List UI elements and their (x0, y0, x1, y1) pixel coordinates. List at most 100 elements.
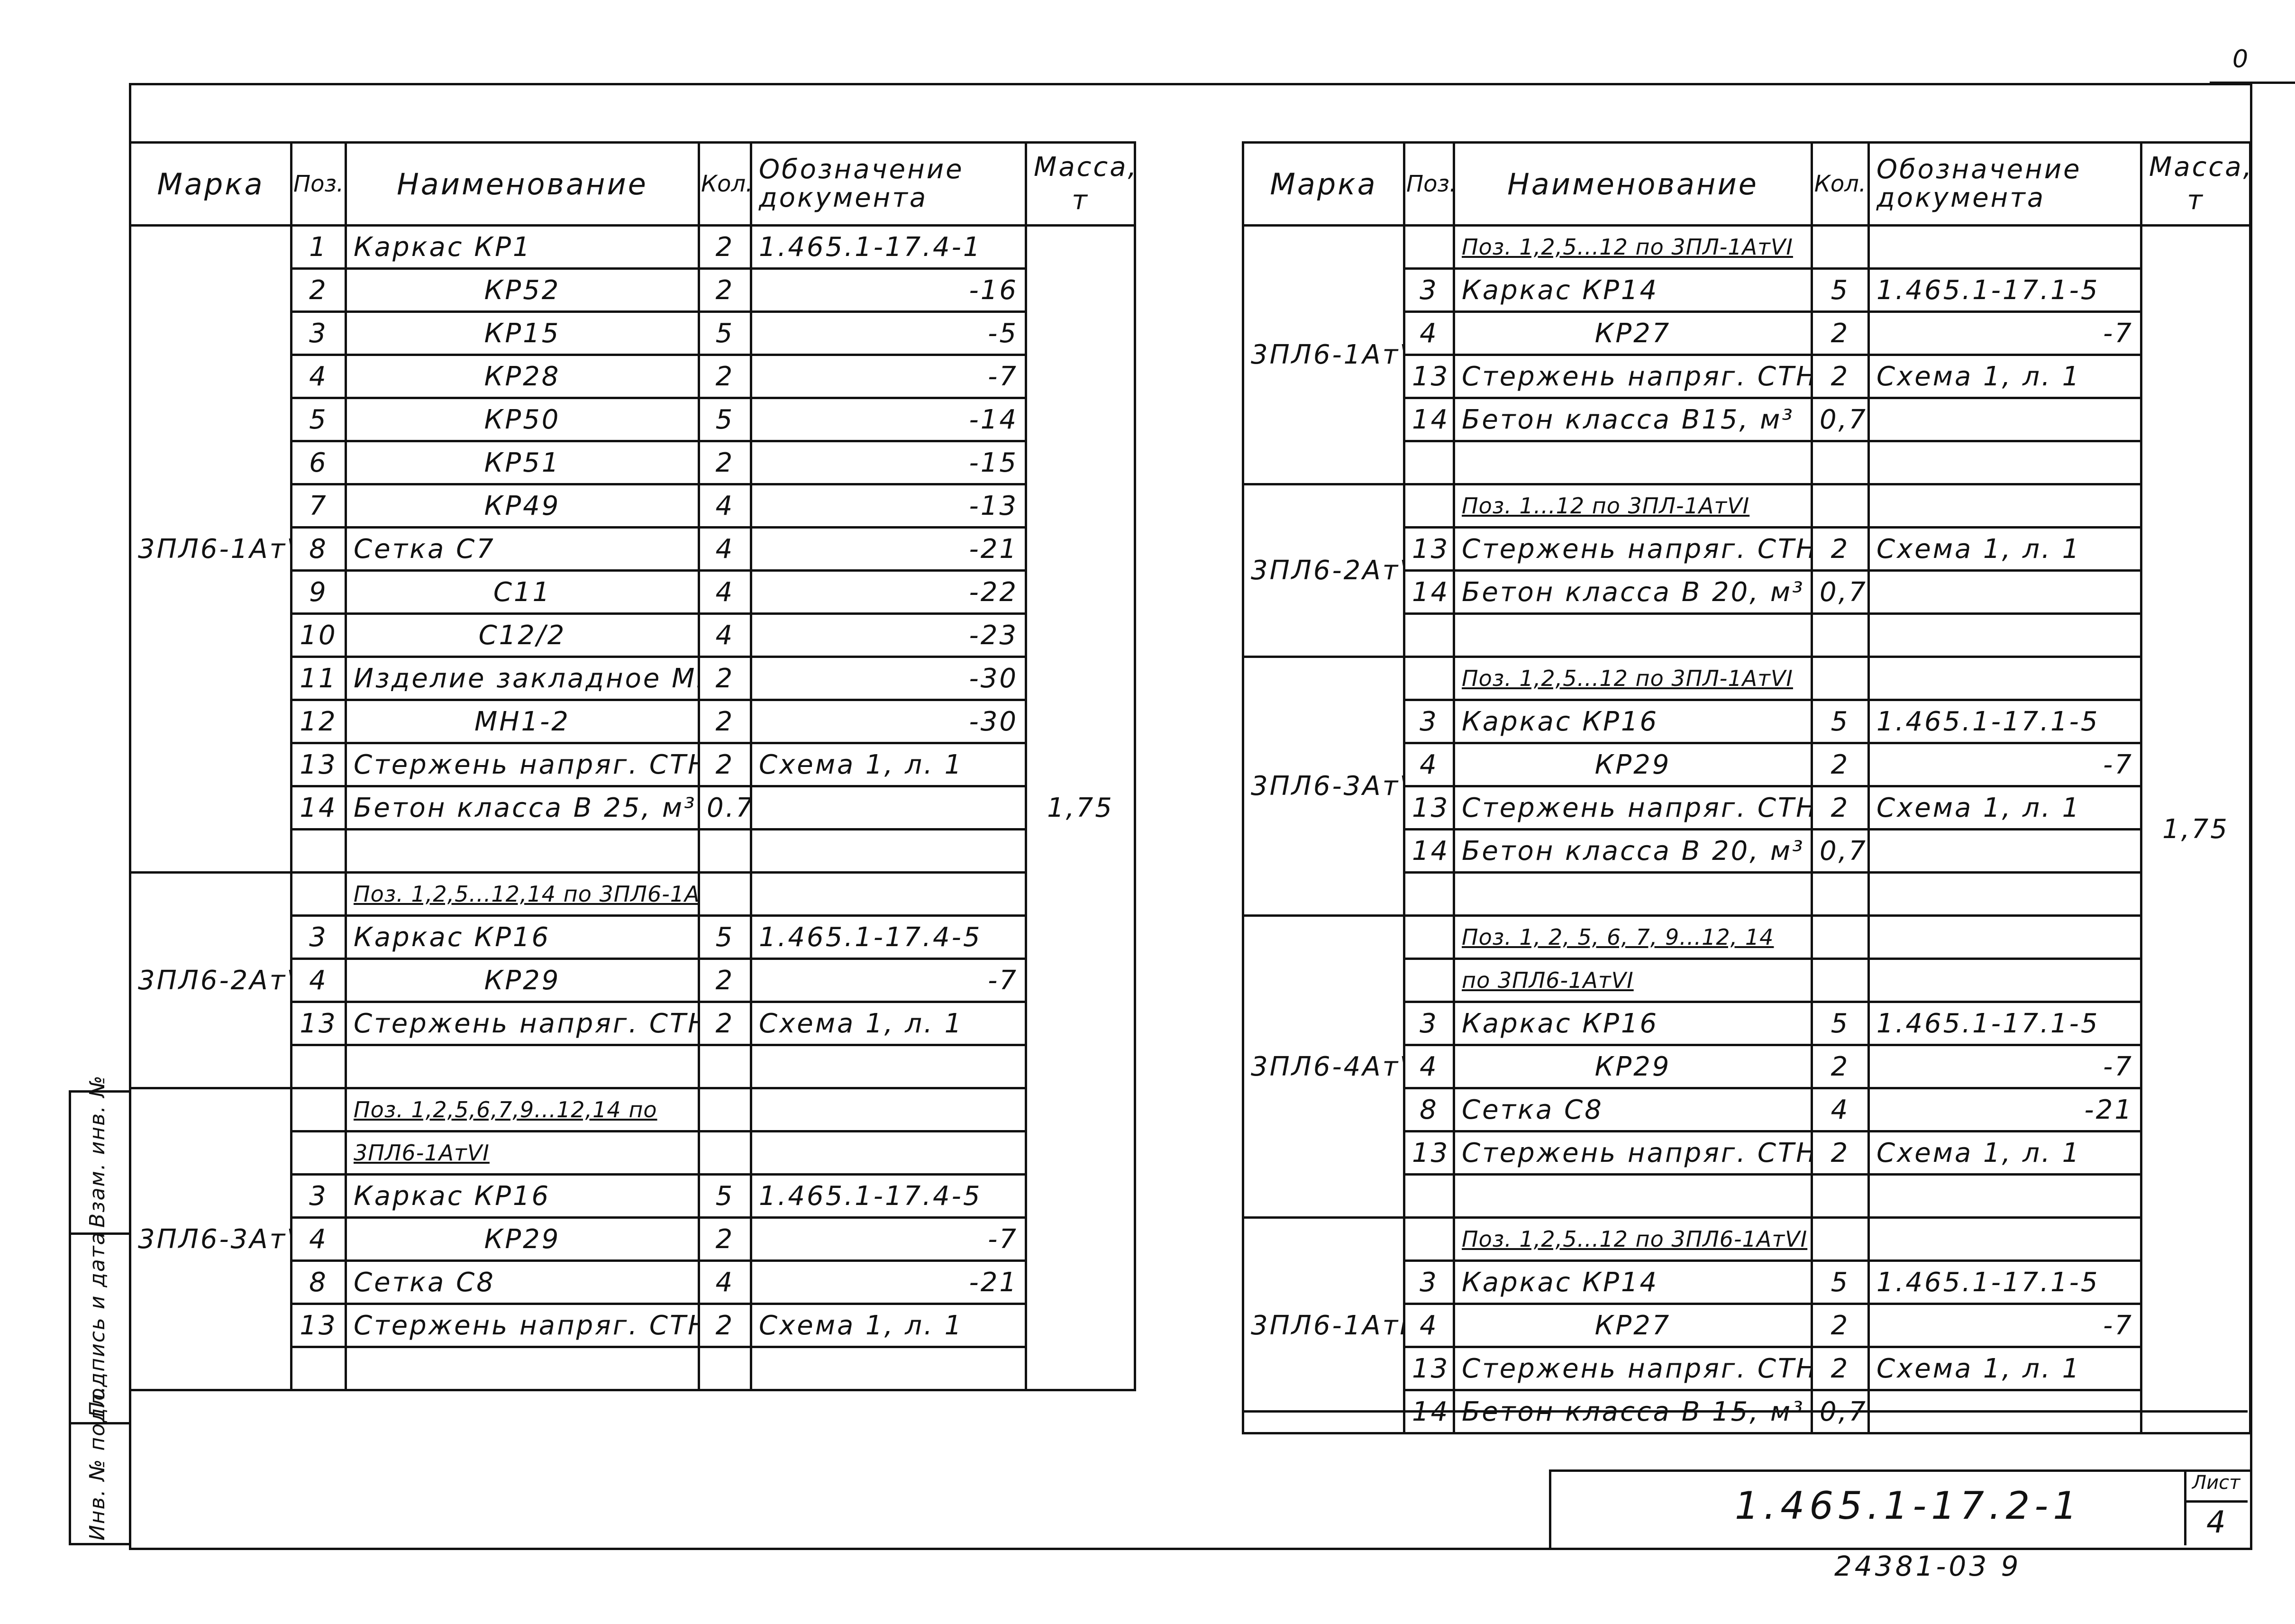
marka-cell: 3ПЛ6-1АтVI (129, 224, 292, 874)
table-row: 3ПЛ6-2АтVIПоз. 1,2,5...12,14 по 3ПЛ6-1Ат… (129, 871, 1135, 1089)
poz-cell (290, 1346, 347, 1391)
table-row: 3ПЛ6-1АтVI (130, 1130, 1135, 1176)
kol-cell (698, 1044, 752, 1089)
poz-cell (1403, 1216, 1455, 1262)
table-row: 3ПЛ6-3АтVIПоз. 1,2,5,6,7,9...12,14 по (129, 1087, 1135, 1391)
poz-cell: 2 (290, 267, 347, 313)
kol-cell: 2 (1811, 526, 1870, 572)
poz-cell: 13 (1403, 354, 1455, 399)
name-cell: Бетон класса В 20, м³ (1453, 828, 1813, 874)
doc-cell: Схема 1, л. 1 (750, 1001, 1027, 1046)
doc-cell (1867, 224, 2142, 270)
poz-cell: 14 (1403, 828, 1455, 874)
doc-cell: -22 (750, 569, 1027, 615)
poz-cell: 8 (1403, 1087, 1455, 1132)
doc-cell (1867, 1173, 2142, 1219)
document-number: 1.465.1-17.2-1 (1735, 1484, 2082, 1528)
header-doc: Обозначение документа (750, 141, 1027, 227)
poz-cell: 3 (290, 1173, 347, 1219)
side-strip-bottom (69, 1543, 130, 1545)
kol-cell: 5 (698, 914, 752, 960)
name-cell: Поз. 1,2,5...12 по 3ПЛ-1АтVI (1453, 656, 1813, 701)
kol-cell: 4 (698, 569, 752, 615)
poz-cell: 13 (1403, 1346, 1455, 1391)
poz-cell: 3 (1403, 1001, 1455, 1046)
side-strip-left (69, 1090, 71, 1545)
side-label-signature: Подпись и дата (85, 1231, 109, 1417)
name-cell: Каркас КР16 (345, 1173, 700, 1219)
doc-cell: 1.465.1-17.4-1 (750, 224, 1027, 270)
doc-cell: Схема 1, л. 1 (750, 742, 1027, 787)
name-cell: КР29 (1453, 1044, 1813, 1089)
doc-cell (1867, 440, 2142, 485)
name-cell: Стержень напряг. СТН1 (345, 742, 700, 787)
poz-cell: 6 (290, 440, 347, 485)
name-cell (1453, 440, 1813, 485)
doc-cell: 1.465.1-17.1-5 (1867, 1001, 2142, 1046)
kol-cell: 5 (1811, 267, 1870, 313)
frame-top-extension (2210, 82, 2295, 84)
kol-cell: 4 (698, 483, 752, 529)
poz-cell: 4 (1403, 310, 1455, 356)
table-row (1243, 440, 2250, 485)
name-cell (345, 828, 700, 874)
poz-cell: 13 (290, 1001, 347, 1046)
name-cell: Стержень напряг. СТН9. (1453, 1130, 1813, 1176)
name-cell: КР51 (345, 440, 700, 485)
doc-cell (750, 871, 1027, 917)
doc-cell: 1.465.1-17.1-5 (1867, 1259, 2142, 1305)
poz-cell: 4 (1403, 1303, 1455, 1348)
doc-cell: -14 (750, 397, 1027, 442)
poz-cell (290, 1130, 347, 1176)
table-row (1243, 871, 2250, 917)
doc-cell: -7 (1867, 1044, 2142, 1089)
table-row (130, 828, 1135, 874)
kol-cell: 2 (698, 267, 752, 313)
name-cell: Бетон класса В 20, м³ (1453, 569, 1813, 615)
poz-cell: 4 (290, 354, 347, 399)
name-cell: Каркас КР16 (1453, 1001, 1813, 1046)
poz-cell (1403, 958, 1455, 1003)
right-header-row: Марка Поз. Наименование Кол. Обозначение… (1242, 141, 2251, 227)
kol-cell (1811, 1216, 1870, 1262)
doc-cell: 1.465.1-17.1-5 (1867, 267, 2142, 313)
name-cell: КР27 (1453, 310, 1813, 356)
doc-cell: Схема 1, л. 1 (1867, 1130, 2142, 1176)
poz-cell (1403, 1173, 1455, 1219)
kol-cell (1811, 612, 1870, 658)
kol-cell: 5 (698, 1173, 752, 1219)
name-cell: КР29 (1453, 742, 1813, 787)
name-cell: по 3ПЛ6-1АтVI (1453, 958, 1813, 1003)
poz-cell: 10 (290, 612, 347, 658)
doc-cell: -21 (750, 526, 1027, 572)
name-cell: Каркас КР1 (345, 224, 700, 270)
corner-mark: 0 (2232, 45, 2249, 73)
doc-cell: -30 (750, 656, 1027, 701)
table-row (1243, 612, 2250, 658)
marka-cell: 3ПЛ6-1АтV (1242, 224, 1405, 485)
name-cell: Сетка С8 (1453, 1087, 1813, 1132)
name-cell (1453, 1173, 1813, 1219)
title-block-divider (2184, 1469, 2186, 1545)
kol-cell: 2 (698, 699, 752, 744)
poz-cell: 11 (290, 656, 347, 701)
kol-cell: 2 (1811, 1303, 1870, 1348)
poz-cell: 14 (1403, 569, 1455, 615)
right-spec-table: Марка Поз. Наименование Кол. Обозначение… (1242, 141, 2251, 1434)
